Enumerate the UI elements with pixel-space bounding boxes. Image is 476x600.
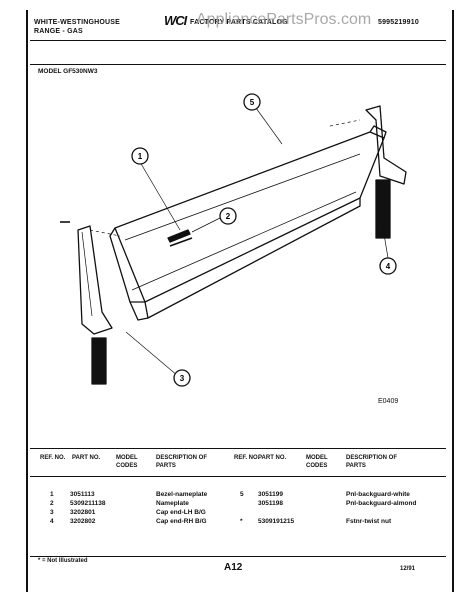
wci-logo: WCI xyxy=(164,13,187,28)
footer-rule xyxy=(30,556,446,557)
end-cap-right xyxy=(365,105,407,185)
col-ref-left: REF. NO. xyxy=(40,455,66,461)
leg-right xyxy=(375,179,391,239)
callout-5: 5 xyxy=(250,98,255,107)
col-ref-right: REF. NO. xyxy=(234,455,260,461)
callout-circle-3 xyxy=(173,369,191,387)
model-rule xyxy=(30,64,446,65)
nameplate-part xyxy=(167,229,191,243)
col-model-right: MODEL CODES xyxy=(306,455,328,469)
leg-left xyxy=(91,337,107,385)
callout-circle-5 xyxy=(243,93,261,111)
page-number: A12 xyxy=(224,562,243,573)
col-desc-left: DESCRIPTION OF PARTS xyxy=(156,455,208,469)
model-number: MODEL GF530NW3 xyxy=(38,68,98,75)
page-frame xyxy=(26,10,454,592)
brand-line-2: RANGE - GAS xyxy=(34,28,83,35)
brand-heading: WHITE-WESTINGHOUSE RANGE - GAS xyxy=(34,18,144,36)
callout-4: 4 xyxy=(386,262,391,271)
callout-circle-4 xyxy=(379,257,397,275)
callout-3: 3 xyxy=(180,374,185,383)
end-cap-left xyxy=(77,225,113,335)
backguard-panel xyxy=(114,131,385,303)
callout-1: 1 xyxy=(138,152,143,161)
brand-line-1: WHITE-WESTINGHOUSE xyxy=(34,19,121,26)
figure-id: E0409 xyxy=(378,398,399,405)
col-part-right: PART NO. xyxy=(258,455,287,461)
header-rule xyxy=(30,40,446,41)
col-part-left: PART NO. xyxy=(72,455,101,461)
footnote: * = Not Illustrated xyxy=(38,558,88,564)
revision-date: 12/91 xyxy=(400,566,416,572)
callout-circle-2 xyxy=(219,207,237,225)
watermark: AppliancePartsPros.com xyxy=(196,11,372,28)
callout-2: 2 xyxy=(226,212,231,221)
col-desc-right: DESCRIPTION OF PARTS xyxy=(346,455,398,469)
table-header-rule xyxy=(30,476,446,477)
table-top-rule xyxy=(30,448,446,449)
exploded-diagram: 1 2 3 4 5 xyxy=(60,93,407,387)
catalog-number: 5995219910 xyxy=(378,19,419,26)
callout-circle-1 xyxy=(131,147,149,165)
col-model-left: MODEL CODES xyxy=(116,455,138,469)
catalog-title: FACTORY PARTS CATALOG xyxy=(190,19,288,26)
